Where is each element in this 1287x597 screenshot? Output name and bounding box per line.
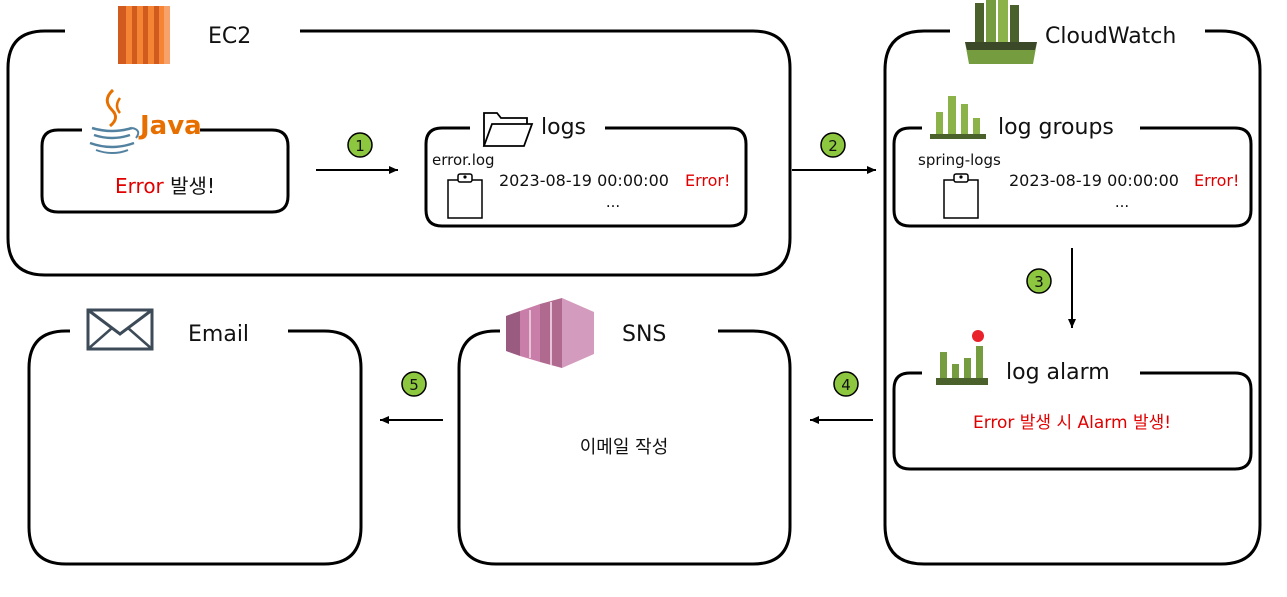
email-container: Email [27,308,363,566]
sns-title: SNS [622,322,666,347]
log-groups-title: log groups [998,115,1114,140]
step-badge-4: 4 [833,371,859,397]
step-badge-3: 3 [1026,268,1052,294]
step-badge-3-label: 3 [1034,273,1044,291]
log-alarm-box: log alarm Error 발생 시 Alarm 발생! [892,330,1253,471]
folder-icon [482,112,534,147]
log-entry-ellipsis: ... [606,193,620,211]
sns-container: SNS 이메일 작성 [457,298,792,566]
step-badge-1-label: 1 [355,137,365,155]
log-alarm-title: log alarm [1006,360,1110,385]
cloudwatch-container: CloudWatch [883,0,1262,566]
clipboard-icon [447,173,483,219]
log-groups-box: log groups spring-logs 2023-08-19 00:00:… [892,96,1253,228]
ec2-icon [118,6,170,64]
log-entry-error: Error! [685,171,730,190]
sns-icon [506,298,594,368]
clipboard-icon [943,173,979,219]
step-badge-4-label: 4 [841,376,851,394]
log-entry-timestamp: 2023-08-19 00:00:00 [499,171,669,190]
step-badge-1: 1 [347,132,373,158]
log-file-name: error.log [432,151,495,169]
logs-title: logs [541,115,586,140]
log-group-entry-ellipsis: ... [1115,193,1129,211]
java-box: Java Error 발생! [40,88,290,214]
java-logo-text: Java [138,111,202,141]
log-group-entry-error: Error! [1194,171,1239,190]
step-badge-5: 5 [401,371,427,397]
java-coffee-icon [89,88,140,154]
java-error-suffix: 발생! [164,174,215,198]
log-group-name: spring-logs [918,151,1001,169]
logs-box: logs error.log 2023-08-19 00:00:00 Error… [424,112,748,228]
log-alarm-icon [936,330,988,385]
alarm-message: Error 발생 시 Alarm 발생! [973,413,1171,433]
ec2-title: EC2 [208,24,251,49]
email-title: Email [188,322,249,347]
envelope-icon [86,308,154,351]
cloudwatch-title: CloudWatch [1045,24,1176,49]
log-group-entry-timestamp: 2023-08-19 00:00:00 [1009,171,1179,190]
java-error-word: Error [115,174,165,198]
cloudwatch-icon [965,0,1037,64]
step-badge-2: 2 [820,132,846,158]
ec2-container: EC2 [6,6,792,277]
step-badge-5-label: 5 [409,376,419,394]
java-error-message: Error 발생! [115,174,215,198]
log-groups-icon [930,96,986,139]
step-badge-2-label: 2 [828,137,838,155]
sns-action-text: 이메일 작성 [580,437,669,458]
